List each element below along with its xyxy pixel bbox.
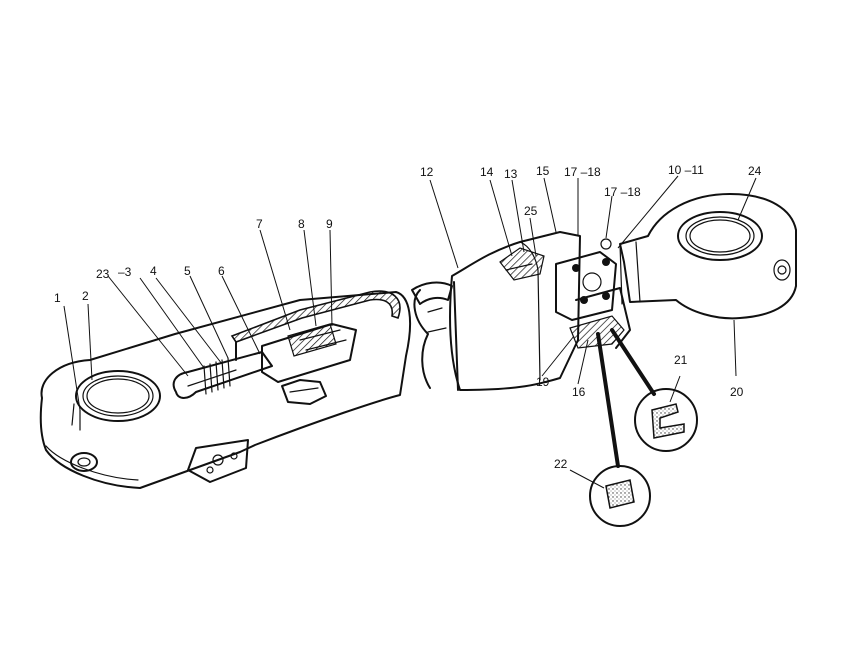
callout-labels: 1 2 23 –3 4 5 6 7 8 9 12 14 13 15 25 17 … [54, 163, 762, 471]
cap-eye-drawing [600, 193, 797, 320]
callout-2: 2 [82, 289, 89, 303]
callout-22: 22 [554, 457, 568, 471]
callout-14: 14 [480, 165, 494, 179]
callout-17-18-top: 17 –18 [564, 165, 601, 179]
cap-eye-bore [677, 211, 763, 261]
cap-eye-outline [619, 193, 797, 320]
head-body [449, 231, 581, 391]
callout-19: 19 [536, 375, 550, 389]
callout-3: –3 [118, 265, 132, 279]
callout-15: 15 [536, 164, 550, 178]
port-flange [187, 439, 249, 483]
callout-1: 1 [54, 291, 61, 305]
cylinder-body-drawing [39, 290, 412, 489]
callout-8: 8 [298, 217, 305, 231]
detail-21-section [651, 403, 685, 439]
piston-rod [172, 351, 273, 399]
piston-seal [287, 323, 337, 357]
callout-7: 7 [256, 217, 263, 231]
tube-end-ring [411, 281, 453, 305]
callout-25: 25 [524, 204, 538, 218]
head-flange-plate [555, 251, 617, 321]
callout-10-11: 10 –11 [668, 163, 704, 177]
wiper-seal [499, 247, 545, 281]
detail-22-section [605, 479, 635, 509]
callout-17-18-lower: 17 –18 [604, 185, 641, 199]
callout-5: 5 [184, 264, 191, 278]
callout-6: 6 [218, 264, 225, 278]
callout-9: 9 [326, 217, 333, 231]
callout-21: 21 [674, 353, 688, 367]
rod-threads [203, 357, 231, 395]
callout-12: 12 [420, 165, 434, 179]
callout-16: 16 [572, 385, 586, 399]
detail-22 [589, 332, 651, 527]
callout-24: 24 [748, 164, 762, 178]
callout-23: 23 [96, 267, 110, 281]
tube-cutaway-wall [230, 290, 401, 343]
rod-eye-outline [39, 291, 412, 489]
piston-nut [281, 379, 327, 405]
rod-eye-bore [75, 370, 161, 422]
detail-21-circle [634, 388, 698, 452]
callout-4: 4 [150, 264, 157, 278]
callout-20: 20 [730, 385, 744, 399]
callout-13: 13 [504, 167, 518, 181]
head-section-drawing [411, 231, 631, 391]
detail-21 [610, 328, 698, 452]
leader-lines [63, 175, 757, 489]
grease-fitting [70, 452, 98, 472]
detail-22-circle [589, 465, 651, 527]
